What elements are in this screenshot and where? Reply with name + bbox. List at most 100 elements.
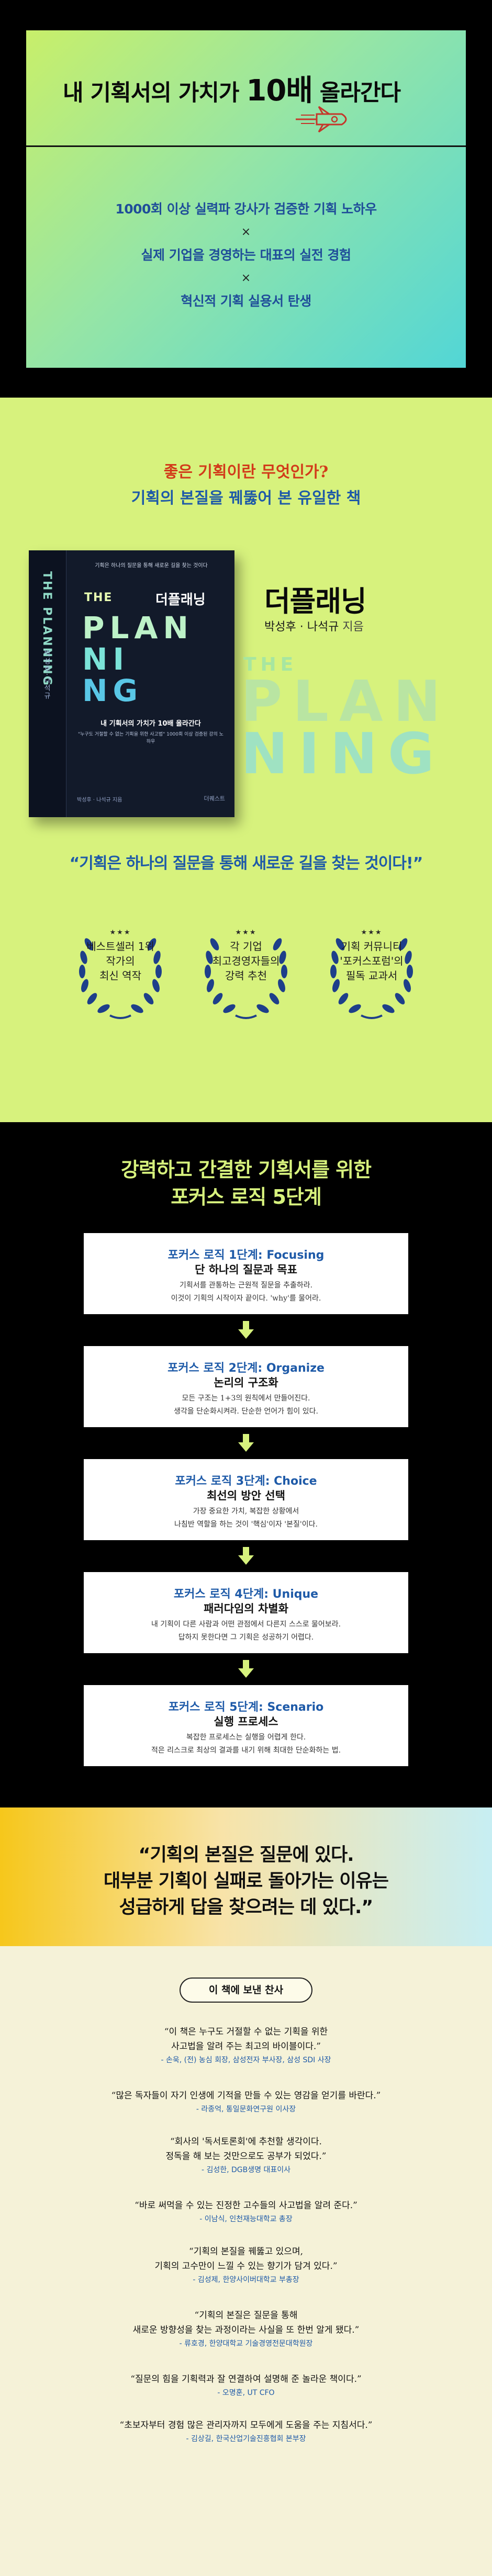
badge-line: '포커스포럼'의 — [340, 955, 404, 967]
step-desc-line: 적은 리스크로 최상의 결과를 내기 위해 최대한 단순화하는 법. — [151, 1746, 341, 1755]
review-author: - 김성제, 한양사이버대학교 부총장 — [193, 2276, 299, 2284]
praise-section: 이 책에 보낸 찬사 “이 책은 누구도 거절할 수 없는 기획을 위한 사고법… — [0, 1946, 492, 2576]
badge-line: 기획 커뮤니티 — [341, 940, 402, 953]
review-item: “초보자부터 경험 많은 관리자까지 모두에게 도움을 주는 지침서다.” - … — [0, 2418, 492, 2445]
review-quote: “많은 독자들이 자기 인생에 기적을 만들 수 있는 영감을 얻기를 바란다.… — [111, 2091, 381, 2101]
highlight-quote-line: 성급하게 답을 찾으려는 데 있다.” — [119, 1897, 374, 1918]
review-item: “기획의 본질은 질문을 통해 새로운 방향성을 찾는 과정이라는 사실을 또 … — [0, 2308, 492, 2350]
review-item: “많은 독자들이 자기 인생에 기적을 만들 수 있는 영감을 얻기를 바란다.… — [0, 2088, 492, 2116]
logic-step-card: 포커스 로직 1단계: Focusing 단 하나의 질문과 목표 기획서를 관… — [84, 1233, 408, 1314]
cover-big-text: NG — [82, 673, 143, 708]
intro-headline: 내 기획서의 가치가 10배 올라간다 — [63, 67, 401, 109]
intro-headline-area: 내 기획서의 가치가 10배 올라간다 — [26, 30, 466, 145]
step-desc-line: 생각을 단순화시켜라. 단순한 언어가 힘이 있다. — [174, 1407, 318, 1416]
headline-suffix: 올라간다 — [319, 80, 401, 106]
review-quote: “초보자부터 경험 많은 관리자까지 모두에게 도움을 주는 지침서다.” — [119, 2420, 373, 2431]
headline-prefix: 내 기획서의 가치가 — [63, 80, 239, 106]
review-author: - 손욱, (전) 농심 회장, 삼성전자 부사장, 삼성 SDI 사장 — [161, 2056, 331, 2064]
step-description: 가장 중요한 가치, 복잡한 상황에서 나침반 역할을 하는 것이 '핵심'이자… — [100, 1505, 392, 1531]
badge-line: 필독 교과서 — [345, 969, 398, 982]
feature-list: 1000회 이상 실력파 강사가 검증한 기획 노하우 × 실제 기업을 경영하… — [26, 198, 466, 313]
laurel-wreath-icon — [205, 938, 287, 1019]
highlight-quote-line: 대부분 기획이 실패로 돌아가는 이유는 — [104, 1871, 389, 1892]
logic-step-card: 포커스 로직 3단계: Choice 최선의 방안 선택 가장 중요한 가치, … — [84, 1459, 408, 1540]
award-badge: ★★★ 기획 커뮤니티 '포커스포럼'의 필독 교과서 — [319, 913, 424, 1028]
review-quote: “기획의 본질은 질문을 통해 — [194, 2310, 298, 2321]
rocket-icon — [296, 106, 347, 133]
highlight-quote-section: “기획의 본질은 질문에 있다. 대부분 기획이 실패로 돌아가는 이유는 성급… — [0, 1807, 492, 1946]
watermark-plan: PLAN — [241, 669, 451, 735]
step-header: 포커스 로직 2단계: Organize — [167, 1362, 325, 1375]
spine-title: THE PLANNING — [40, 571, 53, 687]
focus-logic-section: 강력하고 간결한 기획서를 위한 포커스 로직 5단계 포커스 로직 1단계: … — [0, 1122, 492, 1807]
badge-line: 강력 추천 — [225, 969, 267, 982]
step-description: 모든 구조는 1+3의 원칙에서 만들어진다. 생각을 단순화시켜라. 단순한 … — [100, 1392, 392, 1418]
review-item: “기획의 본질을 꿰뚫고 있으며, 기획의 고수만이 느낄 수 있는 향기가 담… — [0, 2244, 492, 2286]
award-badges: ★★★ 베스트셀러 1위 작가의 최신 역작 — [0, 913, 492, 1028]
section-title: 강력하고 간결한 기획서를 위한 — [120, 1158, 372, 1181]
book-front: 기획은 하나의 질문을 통해 새로운 길을 찾는 것이다 THE 더플래닝 PL… — [66, 550, 234, 817]
review-quote: “바로 써먹을 수 있는 진정한 고수들의 사고법을 알려 준다.” — [135, 2200, 357, 2211]
arrow-down-icon — [238, 1660, 254, 1678]
watermark-ning: NING — [241, 721, 445, 787]
laurel-wreath-icon — [330, 938, 413, 1019]
logic-step-card: 포커스 로직 4단계: Unique 패러다임의 차별화 내 기획이 다른 사람… — [84, 1572, 408, 1653]
step-desc-line: 모든 구조는 1+3의 원칙에서 만들어진다. — [182, 1394, 310, 1403]
step-header: 포커스 로직 1단계: Focusing — [167, 1249, 325, 1262]
cover-publisher: 더퀘스트 — [204, 795, 225, 802]
book-authors: 박성후 · 나석규 지음 — [264, 617, 364, 634]
step-desc-line: 가장 중요한 가치, 복잡한 상황에서 — [193, 1507, 299, 1516]
review-quote: 기획의 고수만이 느낄 수 있는 향기가 담겨 있다.” — [154, 2261, 338, 2272]
badge-line: 작가의 — [106, 955, 135, 967]
step-subtitle: 패러다임의 차별화 — [204, 1602, 288, 1615]
cover-the: THE — [84, 591, 113, 604]
review-author: - 김상길, 한국산업기술진흥협회 본부장 — [186, 2435, 306, 2443]
review-quote: “이 책은 누구도 거절할 수 없는 기획을 위한 — [164, 2027, 328, 2037]
cover-authors: 박성후 · 나석규 지음 — [77, 797, 122, 803]
intro-card: 내 기획서의 가치가 10배 올라간다 1000회 이상 실력파 강사가 검증한… — [26, 30, 466, 368]
headline-divider — [26, 145, 466, 147]
review-item: “질문의 힘을 기획력과 잘 연결하여 설명해 준 놀라운 책이다.” - 오명… — [0, 2372, 492, 2399]
author-suffix: 지음 — [342, 620, 364, 634]
review-quote: 정독을 해 보는 것만으로도 공부가 되었다.” — [165, 2151, 327, 2162]
book-intro-section: 좋은 기획이란 무엇인가? 기획의 본질을 꿰뚫어 본 유일한 책 THE PL… — [0, 398, 492, 1122]
step-desc-line: 이것이 기획의 시작이자 끝이다. 'why'를 물어라. — [171, 1294, 321, 1303]
feature-item: 실제 기업을 경영하는 대표의 실전 경험 — [141, 247, 351, 263]
review-item: “회사의 '독서토론회'에 추천할 생각이다. 정독을 해 보는 것만으로도 공… — [0, 2134, 492, 2176]
praise-heading: 이 책에 보낸 찬사 — [180, 1978, 312, 2003]
intro-section: 내 기획서의 가치가 10배 올라간다 1000회 이상 실력파 강사가 검증한… — [0, 0, 492, 398]
cover-big-text: PLAN — [82, 610, 194, 646]
cover-korean-title: 더플래닝 — [155, 592, 206, 608]
headline-number: 10배 — [246, 74, 312, 108]
cover-desc: "누구도 거절할 수 없는 기획을 위한 사고법" 1000회 이상 검증된 강… — [78, 732, 223, 744]
step-desc-line: 내 기획이 다른 사람과 어떤 관점에서 다른지 스스로 물어보라. — [151, 1620, 341, 1629]
book-quote: “기획은 하나의 질문을 통해 새로운 길을 찾는 것이다!” — [69, 854, 423, 873]
badge-stars: ★★★ — [235, 929, 257, 936]
book-spine: THE PLANNING 박성후·나석규 — [29, 550, 66, 817]
badge-line: 베스트셀러 1위 — [86, 940, 154, 953]
arrow-down-icon — [238, 1321, 254, 1339]
step-header: 포커스 로직 3단계: Choice — [175, 1475, 317, 1488]
cover-big-text: NI — [82, 641, 130, 677]
feature-item: 1000회 이상 실력파 강사가 검증한 기획 노하우 — [115, 201, 377, 217]
step-desc-line: 답하지 못한다면 그 기획은 성공하기 어렵다. — [178, 1633, 314, 1642]
review-author: - 라종억, 통일문화연구원 이사장 — [196, 2105, 296, 2114]
cover-slogan: 내 기획서의 가치가 10배 올라간다 — [100, 720, 201, 728]
separator-x: × — [241, 272, 251, 285]
logic-step-card: 포커스 로직 2단계: Organize 논리의 구조화 모든 구조는 1+3의… — [84, 1346, 408, 1427]
step-description: 내 기획이 다른 사람과 어떤 관점에서 다른지 스스로 물어보라. 답하지 못… — [100, 1618, 392, 1644]
book-title: 더플래닝 — [264, 585, 367, 618]
step-header: 포커스 로직 4단계: Unique — [173, 1588, 319, 1601]
cover-tagline: 기획은 하나의 질문을 통해 새로운 길을 찾는 것이다 — [95, 563, 208, 569]
book-cover-image: THE PLANNING 박성후·나석규 기획은 하나의 질문을 통해 새로운 … — [29, 550, 234, 817]
separator-x: × — [241, 225, 251, 239]
review-item: “바로 써먹을 수 있는 진정한 고수들의 사고법을 알려 준다.” - 이남식… — [0, 2198, 492, 2225]
feature-item: 혁신적 기획 실용서 탄생 — [181, 293, 311, 309]
author-names: 박성후 · 나석규 — [264, 620, 339, 634]
highlight-quote-line: “기획의 본질은 질문에 있다. — [138, 1845, 354, 1866]
section-title: 포커스 로직 5단계 — [171, 1185, 322, 1208]
step-header: 포커스 로직 5단계: Scenario — [168, 1701, 324, 1714]
award-badge: ★★★ 각 기업 최고경영자들의 강력 추천 — [194, 913, 298, 1028]
arrow-down-icon — [238, 1547, 254, 1565]
